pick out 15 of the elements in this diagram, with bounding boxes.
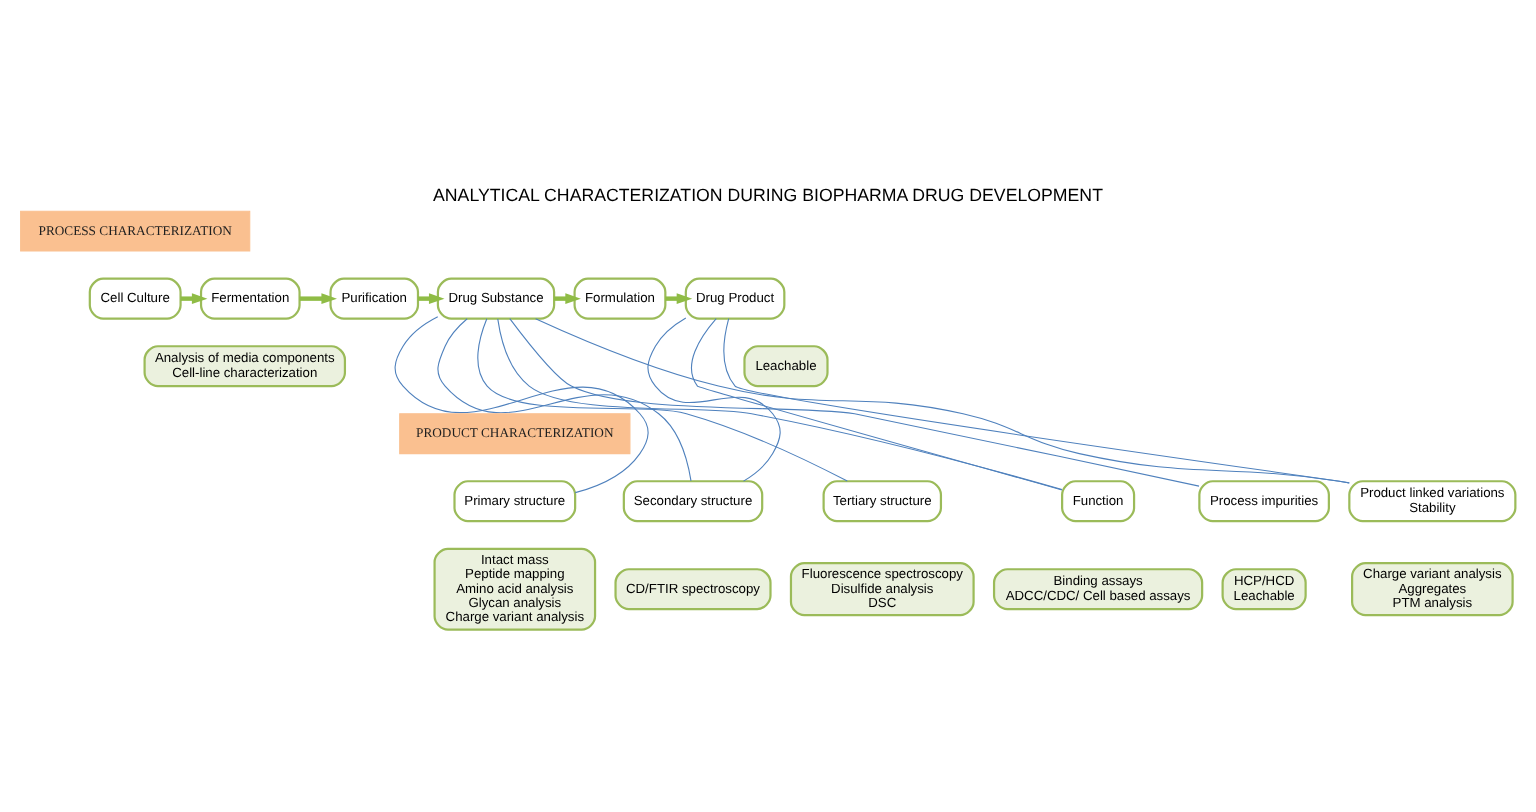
diagram-title: ANALYTICAL CHARACTERIZATION DURING BIOPHARMA DRUG DEVELOPMENT bbox=[433, 185, 1103, 206]
connector bbox=[723, 318, 1350, 484]
arrow bbox=[299, 293, 337, 305]
connector bbox=[437, 318, 692, 482]
connector bbox=[690, 318, 1063, 491]
connector bbox=[509, 318, 1200, 487]
arrow bbox=[180, 293, 208, 305]
arrow bbox=[665, 293, 693, 305]
connector bbox=[477, 318, 848, 482]
arrow bbox=[418, 293, 445, 305]
connector bbox=[394, 316, 649, 494]
connector bbox=[535, 318, 1350, 484]
arrow bbox=[554, 293, 581, 305]
connector bbox=[497, 318, 1063, 491]
connector bbox=[647, 317, 781, 482]
